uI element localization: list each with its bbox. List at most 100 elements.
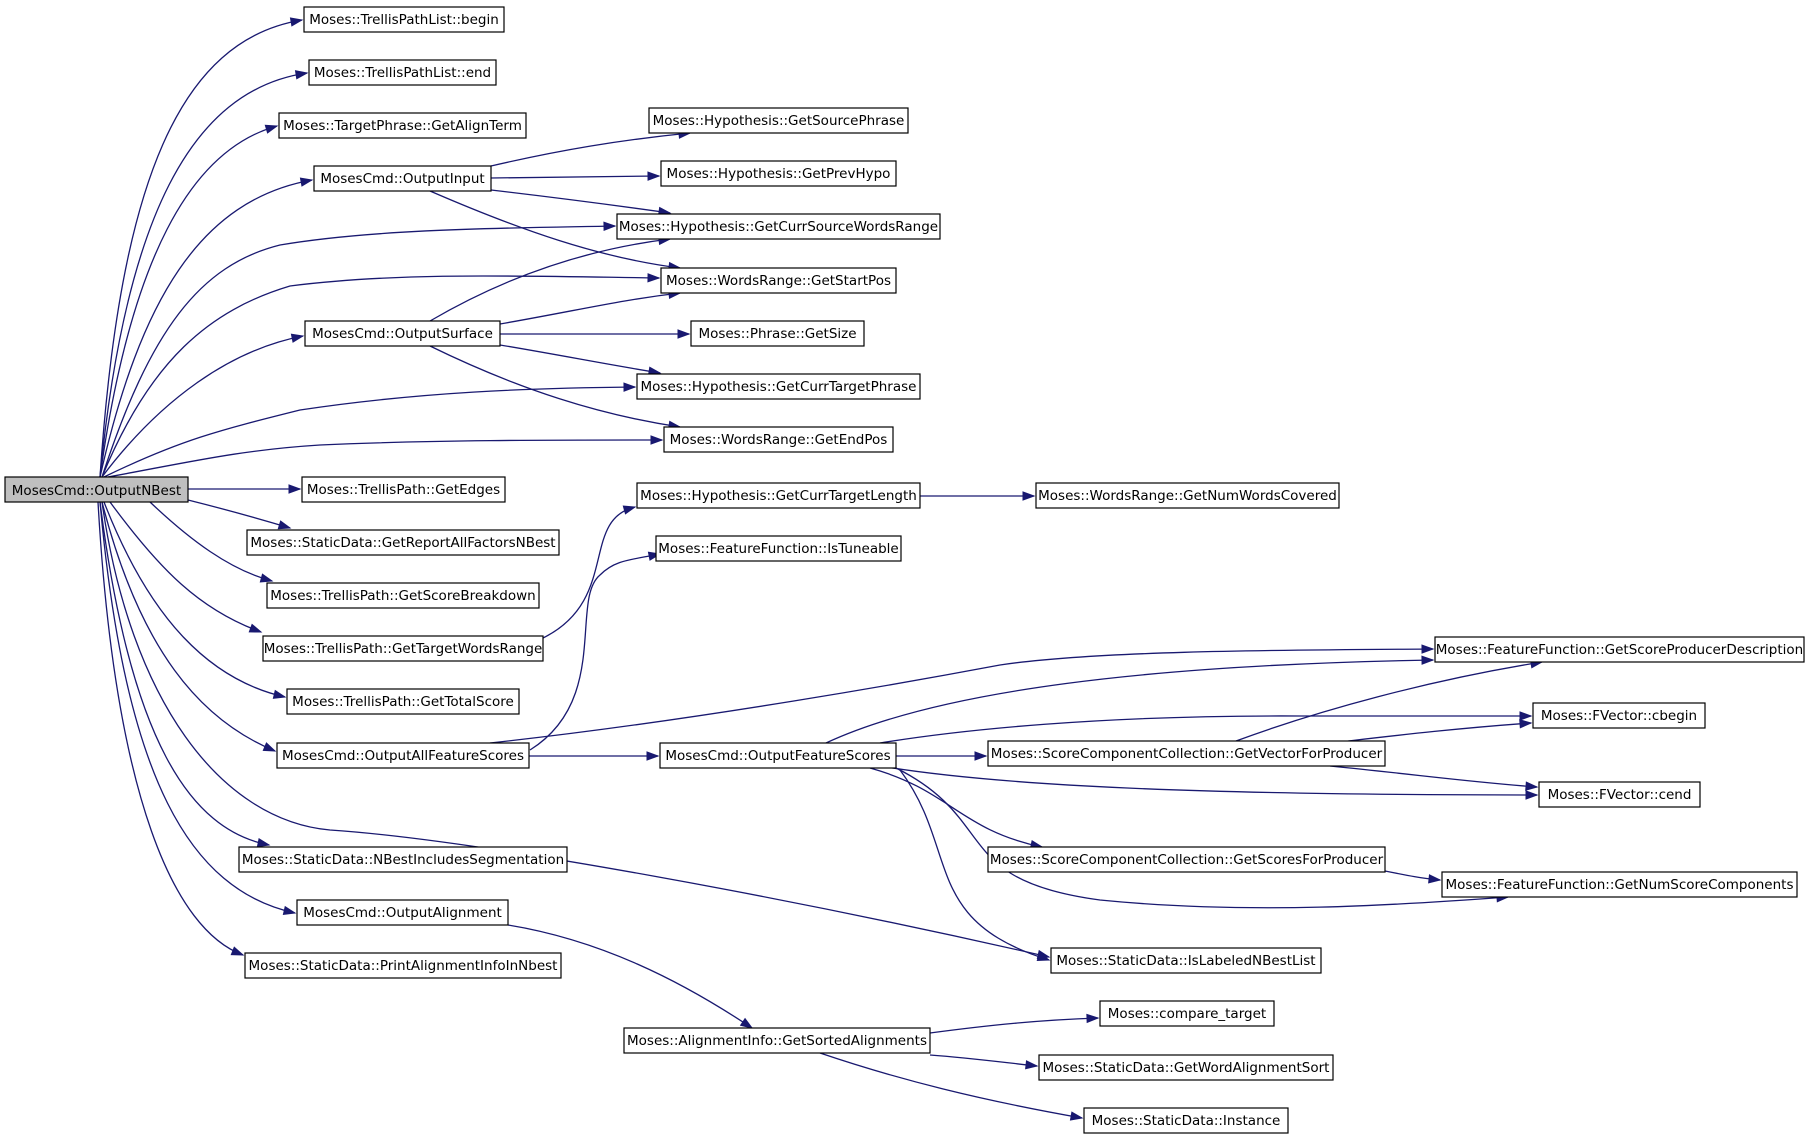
arrowhead [603,221,617,231]
edge-ai_sortedalign-sd_instance [819,1052,1084,1121]
arrowhead [248,623,263,633]
edge-out_allfeat-ff_istuneable [529,551,662,751]
svg-text:MosesCmd::OutputNBest: MosesCmd::OutputNBest [12,483,181,499]
node-static-data-nbest-includes-segmentation[interactable]: Moses::StaticData::NBestIncludesSegmenta… [238,846,568,873]
node-alignment-info-get-sorted-alignments[interactable]: Moses::AlignmentInfo::GetSortedAlignment… [623,1027,931,1054]
svg-text:Moses::Phrase::GetSize: Moses::Phrase::GetSize [698,326,856,342]
edge-ai_sortedalign-compare_target [929,1013,1100,1034]
svg-text:Moses::TargetPhrase::GetAlignT: Moses::TargetPhrase::GetAlignTerm [283,118,522,134]
nodes: MosesCmd::OutputNBest Moses::TrellisPath… [4,6,1805,1134]
arrowhead [1025,1060,1039,1070]
arrowhead [647,273,661,283]
node-output-alignment[interactable]: MosesCmd::OutputAlignment [296,899,509,926]
edge-out_featscores-ff_scoreproddesc [825,655,1435,744]
arrowhead [677,329,691,339]
svg-text:Moses::TrellisPath::GetTargetW: Moses::TrellisPath::GetTargetWordsRange [264,641,543,657]
node-words-range-get-start-pos[interactable]: Moses::WordsRange::GetStartPos [660,267,897,294]
arrowhead [739,1017,754,1029]
node-fvector-cend[interactable]: Moses::FVector::cend [1538,781,1701,808]
arrowhead [1525,781,1539,791]
node-hypothesis-get-curr-source-words-range[interactable]: Moses::Hypothesis::GetCurrSourceWordsRan… [616,213,941,240]
node-output-input[interactable]: MosesCmd::OutputInput [313,165,492,192]
svg-text:MosesCmd::OutputFeatureScores: MosesCmd::OutputFeatureScores [665,748,890,764]
edge-root-tpl_begin [99,17,304,478]
edge-out_surface-phrase_getsize [500,329,691,339]
edge-root-tp_tgtwordsrange [109,501,263,633]
edge-out_featscores-fv_cbegin [879,711,1533,744]
svg-text:Moses::FeatureFunction::IsTune: Moses::FeatureFunction::IsTuneable [658,541,898,557]
edge-hyp_curtgtlen-wr_numcovered [920,491,1036,501]
arrowhead [299,177,314,187]
edge-root-tp_scorebreak [149,501,274,583]
edge-root-out_allfeat [101,501,277,752]
node-feature-function-is-tuneable[interactable]: Moses::FeatureFunction::IsTuneable [655,535,902,562]
edge-root-wr_startpos [101,273,661,478]
arrowhead [288,484,302,494]
node-feature-function-get-score-producer-description[interactable]: Moses::FeatureFunction::GetScoreProducer… [1434,636,1805,663]
node-output-all-feature-scores[interactable]: MosesCmd::OutputAllFeatureScores [276,742,530,769]
node-phrase-get-size[interactable]: Moses::Phrase::GetSize [690,320,865,347]
node-moses-compare-target[interactable]: Moses::compare_target [1099,1000,1275,1027]
node-static-data-get-word-alignment-sort[interactable]: Moses::StaticData::GetWordAlignmentSort [1038,1054,1334,1081]
arrowhead [272,689,287,699]
node-output-feature-scores[interactable]: MosesCmd::OutputFeatureScores [659,742,897,769]
arrowhead [230,946,245,956]
edge-out_featscores-scc_scoresforprod [869,767,1044,850]
arrowhead [1519,719,1533,729]
arrowhead [622,505,637,515]
node-hypothesis-get-curr-target-phrase[interactable]: Moses::Hypothesis::GetCurrTargetPhrase [636,373,921,400]
svg-text:Moses::StaticData::IsLabeledNB: Moses::StaticData::IsLabeledNBestList [1056,953,1315,969]
edge-out_featscores-ff_numscorecomp [895,767,1510,909]
svg-text:Moses::WordsRange::GetEndPos: Moses::WordsRange::GetEndPos [670,432,888,448]
edge-root-tp_getedges [188,484,302,494]
node-static-data-instance[interactable]: Moses::StaticData::Instance [1083,1107,1289,1134]
node-static-data-print-alignment-info-in-nbest[interactable]: Moses::StaticData::PrintAlignmentInfoInN… [244,952,562,979]
node-trellis-path-get-edges[interactable]: Moses::TrellisPath::GetEdges [301,476,506,503]
edge-root-wr_endpos [107,435,664,478]
node-fvector-cbegin[interactable]: Moses::FVector::cbegin [1532,702,1706,729]
svg-text:Moses::ScoreComponentCollectio: Moses::ScoreComponentCollection::GetVect… [991,746,1383,762]
edge-out_surface-wr_startpos [499,289,682,325]
arrowhead [1421,644,1435,654]
node-trellis-path-get-target-words-range[interactable]: Moses::TrellisPath::GetTargetWordsRange [262,635,544,662]
node-trellis-path-list-begin[interactable]: Moses::TrellisPathList::begin [303,6,505,33]
node-words-range-get-num-words-covered[interactable]: Moses::WordsRange::GetNumWordsCovered [1035,482,1340,509]
edge-root-sd_reportall [187,499,292,530]
node-words-range-get-end-pos[interactable]: Moses::WordsRange::GetEndPos [663,426,894,453]
node-trellis-path-get-score-breakdown[interactable]: Moses::TrellisPath::GetScoreBreakdown [266,582,540,609]
node-hypothesis-get-curr-target-length[interactable]: Moses::Hypothesis::GetCurrTargetLength [636,482,921,509]
edge-root-out_surface [101,333,305,478]
node-target-phrase-get-align-term[interactable]: Moses::TargetPhrase::GetAlignTerm [278,112,527,139]
svg-text:Moses::FVector::cbegin: Moses::FVector::cbegin [1541,708,1697,724]
node-root-output-nbest[interactable]: MosesCmd::OutputNBest [4,476,189,503]
edge-root-sd_printalign [97,501,245,956]
arrowhead [256,838,271,848]
node-feature-function-get-num-score-components[interactable]: Moses::FeatureFunction::GetNumScoreCompo… [1441,871,1798,898]
arrowhead [1022,491,1036,501]
node-hypothesis-get-prev-hypo[interactable]: Moses::Hypothesis::GetPrevHypo [660,160,897,187]
node-trellis-path-list-end[interactable]: Moses::TrellisPathList::end [308,59,497,86]
arrowhead [1069,1111,1084,1121]
node-static-data-is-labeled-nbest-list[interactable]: Moses::StaticData::IsLabeledNBestList [1050,947,1322,974]
svg-text:Moses::FVector::cend: Moses::FVector::cend [1548,787,1692,803]
arrowhead [647,171,661,181]
arrowhead [646,751,660,761]
node-trellis-path-get-total-score[interactable]: Moses::TrellisPath::GetTotalScore [286,688,520,715]
edge-out_surface-hyp_curtgtphrase [499,344,662,376]
node-score-component-collection-get-scores-for-producer[interactable]: Moses::ScoreComponentCollection::GetScor… [987,846,1386,873]
node-static-data-get-report-all-factors-nbest[interactable]: Moses::StaticData::GetReportAllFactorsNB… [246,529,560,556]
svg-text:MosesCmd::OutputAlignment: MosesCmd::OutputAlignment [303,905,502,921]
node-output-surface[interactable]: MosesCmd::OutputSurface [304,320,501,347]
svg-text:Moses::Hypothesis::GetCurrTarg: Moses::Hypothesis::GetCurrTargetLength [640,488,917,504]
edges [97,17,1544,1121]
arrowhead [1036,952,1051,962]
edge-out_allfeat-out_featscores [529,751,660,761]
edge-scc_vecforprod-fv_cend [1329,765,1539,791]
edge-root-out_alignment [99,501,297,916]
edge-scc_scoresforprod-ff_numscorecomp [1384,870,1442,884]
node-hypothesis-get-source-phrase[interactable]: Moses::Hypothesis::GetSourcePhrase [648,107,909,134]
svg-text:MosesCmd::OutputInput: MosesCmd::OutputInput [320,171,484,187]
edge-out_featscores-scc_vecforprod [896,751,988,761]
svg-text:Moses::Hypothesis::GetCurrSour: Moses::Hypothesis::GetCurrSourceWordsRan… [619,219,938,235]
node-score-component-collection-get-vector-for-producer[interactable]: Moses::ScoreComponentCollection::GetVect… [987,740,1386,767]
